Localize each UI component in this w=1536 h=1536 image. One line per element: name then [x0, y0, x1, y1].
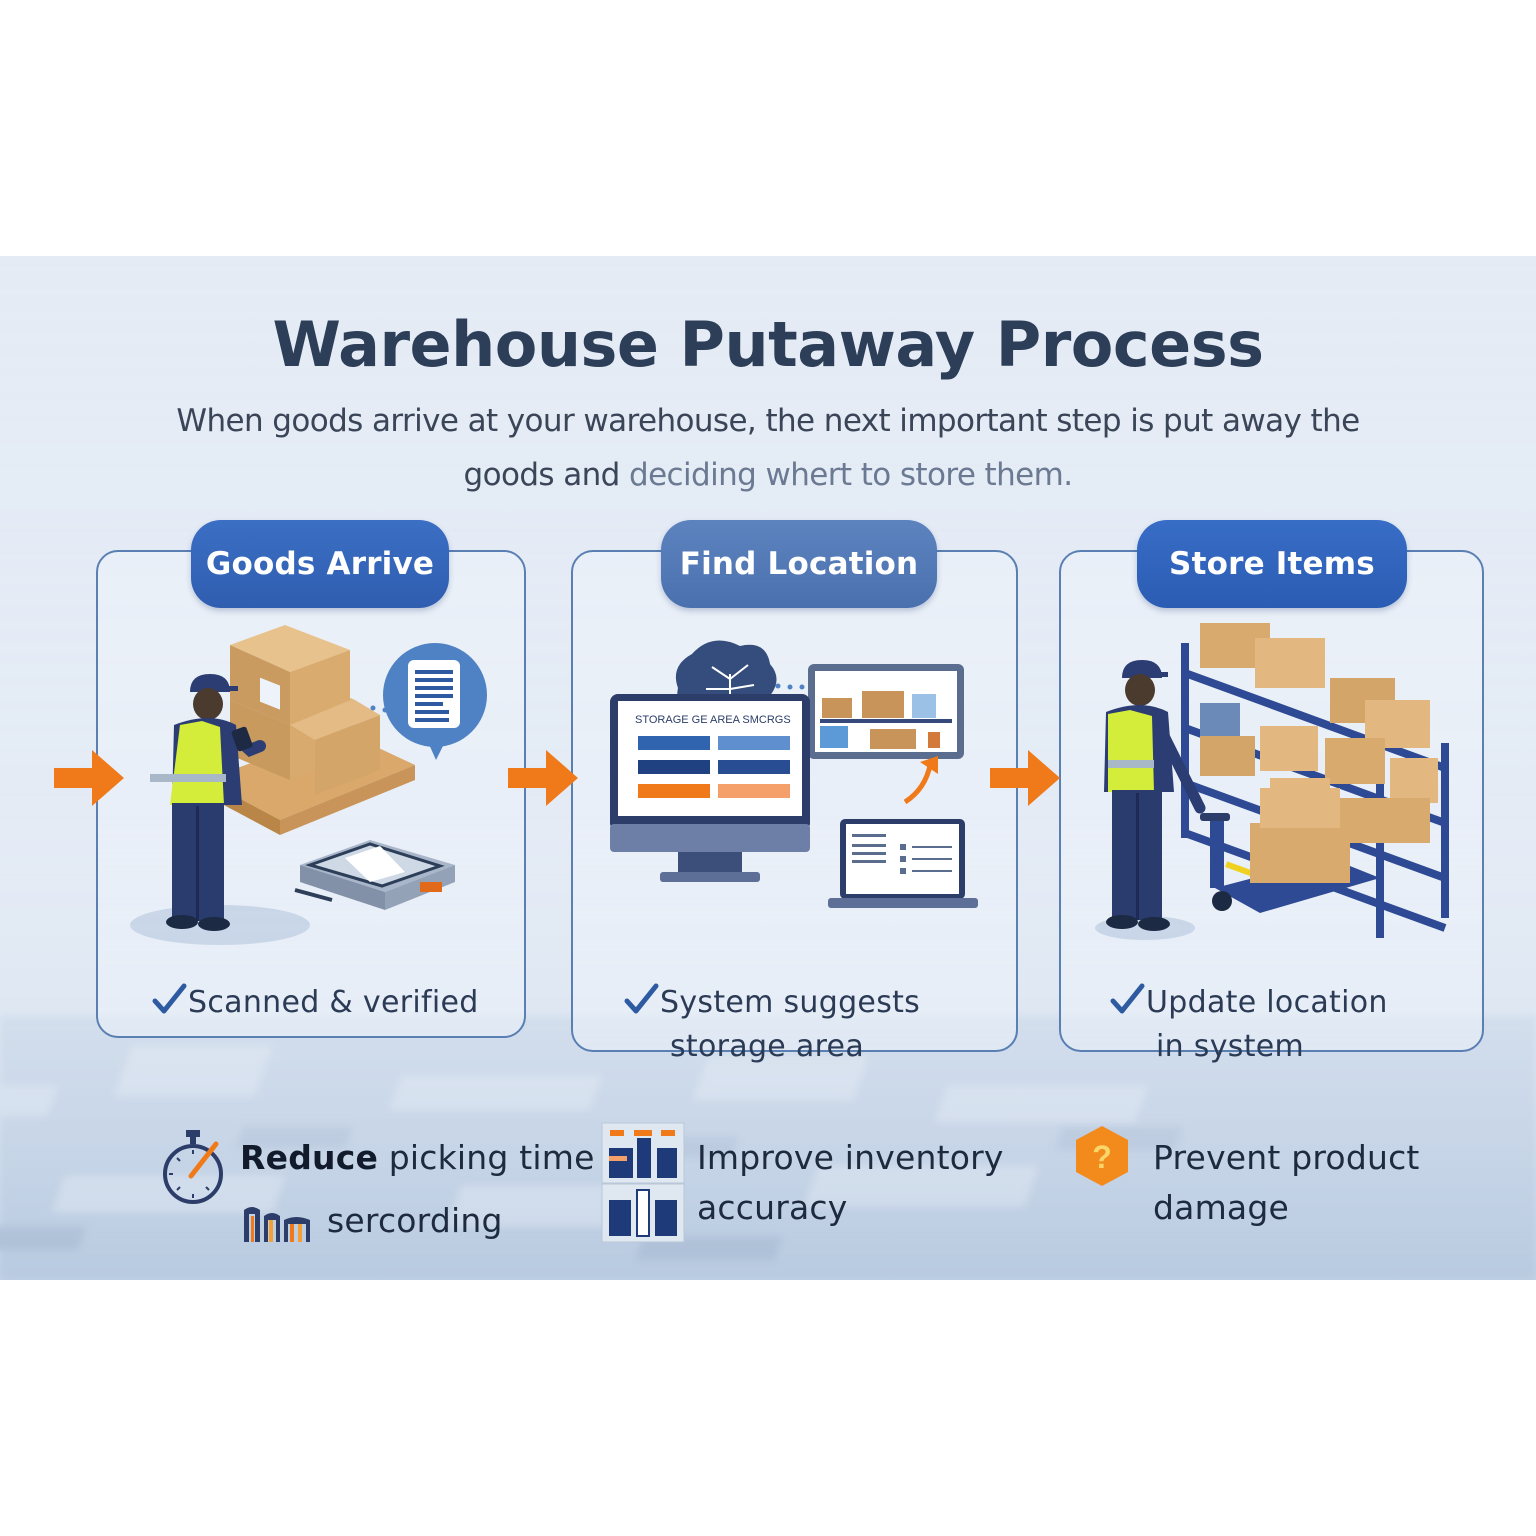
benefit-improve-inventory-accuracy: Improve inventory accuracy — [697, 1133, 1004, 1233]
arrow-right-icon — [508, 750, 578, 806]
benefit-1-bold: Reduce — [240, 1138, 379, 1177]
benefit-2-text: sercording — [327, 1201, 503, 1240]
svg-text:?: ? — [1092, 1139, 1112, 1175]
checkmark-icon — [152, 983, 187, 1014]
benefit-4-text: Prevent product — [1153, 1138, 1420, 1177]
subtitle-line-1: When goods arrive at your warehouse, the… — [176, 403, 1360, 439]
checkmark-icon — [624, 983, 659, 1014]
subtitle-line-2b: deciding whert to store them. — [629, 457, 1073, 493]
infographic-banner: Warehouse Putaway Process When goods arr… — [0, 256, 1536, 1280]
subtitle: When goods arrive at your warehouse, the… — [120, 394, 1416, 502]
benefit-4-text-2: damage — [1153, 1188, 1289, 1227]
subtitle-line-2a: goods and — [463, 457, 629, 493]
step-2-check-text-2: storage area — [670, 1029, 865, 1064]
step-label-find-location: Find Location — [661, 520, 937, 608]
worker-scanning-illustration — [130, 625, 487, 945]
benefit-reduce-picking-time: Reduce picking time — [240, 1133, 595, 1183]
step-3-check: Update location in system — [1108, 981, 1388, 1069]
benefit-3-text-2: accuracy — [697, 1188, 848, 1227]
benefit-sercording: sercording — [327, 1196, 503, 1246]
location-system-illustration: STORAGE GE AREA SMCRGS — [610, 640, 978, 908]
step-1-check: Scanned & verified — [150, 981, 479, 1025]
step-1-check-text: Scanned & verified — [188, 985, 479, 1020]
inventory-racks-icon — [601, 1122, 685, 1243]
step-2-check-text-1: System suggests — [660, 985, 921, 1020]
hexagon-question-icon: ? — [1076, 1126, 1128, 1186]
store-items-illustration — [1095, 623, 1449, 940]
step-label-goods-arrive: Goods Arrive — [191, 520, 449, 608]
step-3-check-text-2: in system — [1156, 1029, 1305, 1064]
monitor-screen-title: STORAGE GE AREA SMCRGS — [635, 714, 791, 726]
step-2-check: System suggests storage area — [622, 981, 920, 1069]
stopwatch-icon — [163, 1130, 223, 1204]
benefit-prevent-product-damage: Prevent product damage — [1153, 1133, 1420, 1233]
arrow-right-icon — [990, 750, 1060, 806]
step-label-store-items: Store Items — [1137, 520, 1407, 608]
arrow-right-icon — [54, 750, 124, 806]
bar-chart-icon — [244, 1207, 310, 1242]
step-3-check-text-1: Update location — [1146, 985, 1388, 1020]
page-title: Warehouse Putaway Process — [272, 308, 1264, 381]
benefit-3-text: Improve inventory — [697, 1138, 1004, 1177]
checkmark-icon — [1110, 983, 1145, 1014]
benefit-1-text: picking time — [378, 1138, 595, 1177]
